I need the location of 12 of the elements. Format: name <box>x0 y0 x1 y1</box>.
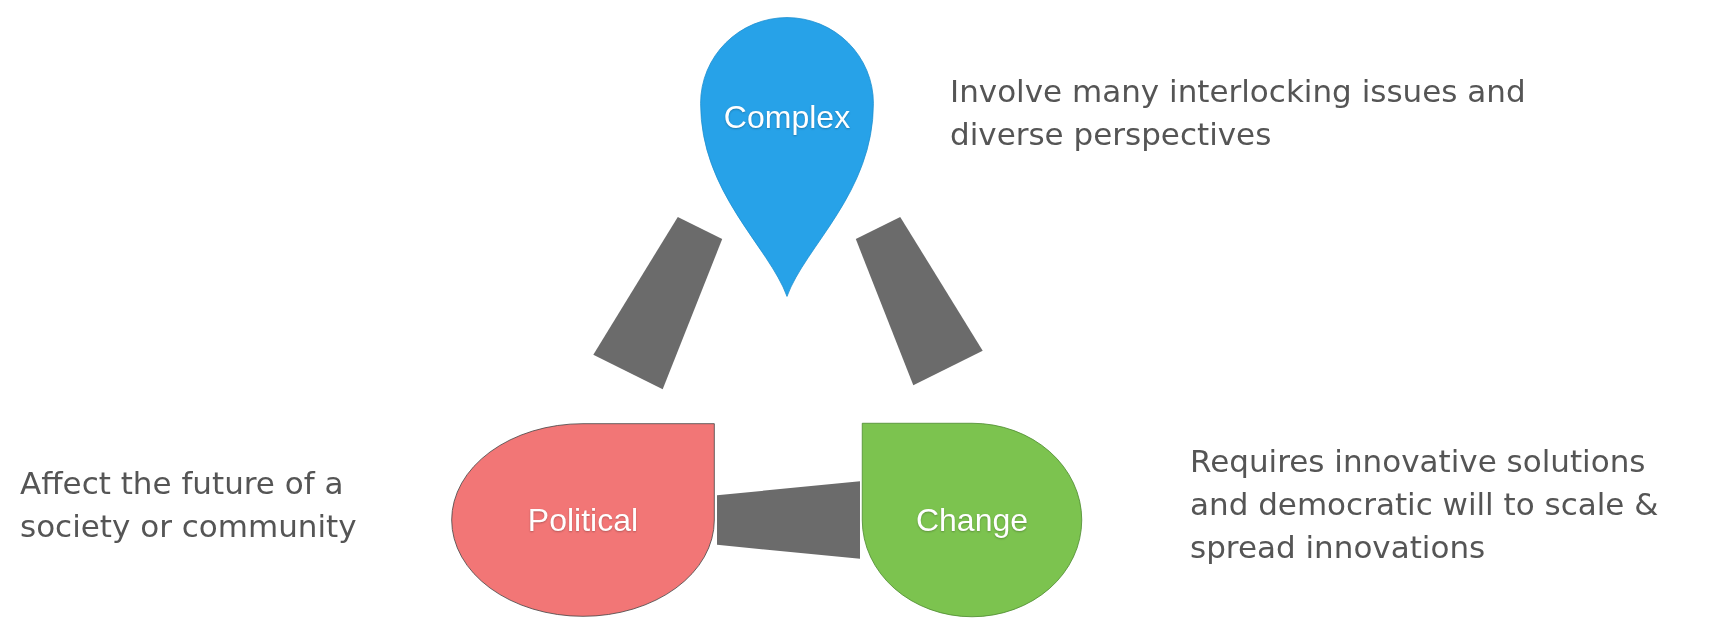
teardrop-node <box>449 421 717 619</box>
teardrop-node <box>697 14 877 300</box>
node-label: Complex <box>723 98 851 136</box>
description-text: Involve many interlocking issues and diverse perspectives <box>950 72 1527 154</box>
node-label: Political <box>527 501 639 539</box>
teardrop-node <box>860 421 1084 619</box>
node-label: Change <box>915 501 1029 539</box>
description-text: Requires innovative solutions and democratic will to scale & spread innovations <box>1190 442 1660 567</box>
connector-bar <box>717 481 860 559</box>
description-text: Affect the future of a society or community <box>20 464 358 546</box>
connector-bar <box>855 216 983 386</box>
connector-bar <box>593 216 723 390</box>
